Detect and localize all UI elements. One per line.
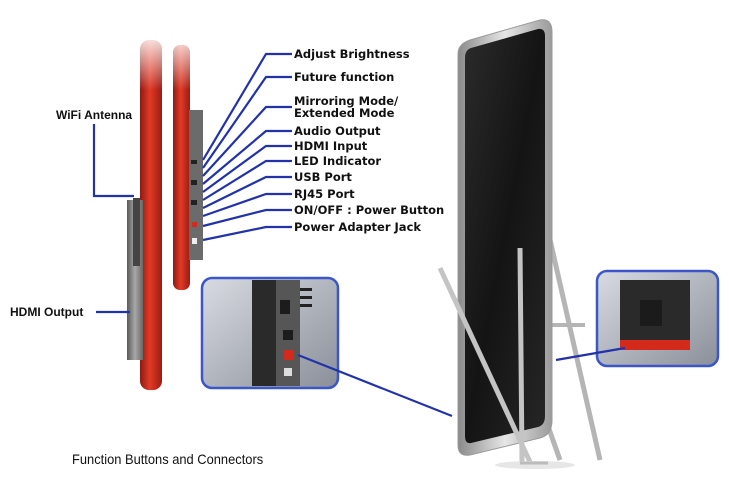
device-side-profile (120, 30, 210, 390)
label-power-adapter-jack: Power Adapter Jack (294, 220, 422, 234)
callout-lines (92, 52, 292, 314)
label-hdmi-output: HDMI Output (10, 305, 84, 319)
mirror-on-stand (437, 19, 603, 469)
label-hdmi-input: HDMI Input (294, 139, 368, 153)
label-rj45-port: RJ45 Port (294, 187, 355, 201)
label-mirroring-mode: Mirroring Mode/ Extended Mode (294, 94, 399, 120)
label-usb-port: USB Port (294, 170, 352, 184)
label-adjust-brightness: Adjust Brightness (294, 47, 410, 61)
label-wifi-antenna: WiFi Antenna (56, 108, 133, 122)
diagram-caption: Function Buttons and Connectors (72, 451, 264, 467)
label-future-function: Future function (294, 70, 395, 84)
label-audio-output: Audio Output (294, 124, 381, 138)
label-power-button: ON/OFF : Power Button (294, 203, 445, 217)
zoom-panel-back (555, 269, 720, 368)
label-led-indicator: LED Indicator (294, 154, 382, 168)
zoom-panel-ports (200, 276, 453, 418)
